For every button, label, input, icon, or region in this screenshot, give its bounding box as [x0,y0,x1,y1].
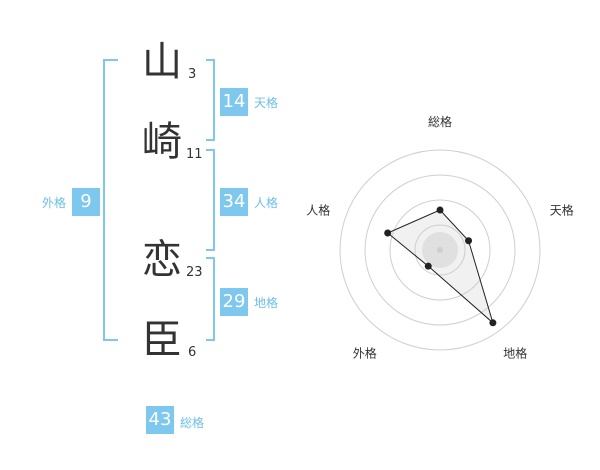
radar-ring-3 [364,174,516,326]
gaikaku-label: 外格 [42,196,67,210]
radar-axis-label-2: 天格 [550,202,574,217]
chikaku-badge: 29 [220,288,248,316]
tenkaku-bracket [206,59,215,141]
name-char-1: 山 [142,39,182,85]
radar-point-2 [465,237,473,245]
soukaku-badge: 43 [146,406,174,434]
radar-point-1 [436,206,444,214]
tenkaku-badge: 14 [220,88,248,116]
stroke-count-4: 6 [188,345,197,360]
radar-axis-label-4: 外格 [353,346,377,361]
name-char-3: 恋 [142,237,182,283]
radar-center-dot [437,247,443,253]
tenkaku-label: 天格 [254,96,279,110]
chikaku-bracket [206,257,215,341]
radar-axis-label-1: 総格 [428,114,452,129]
name-char-4: 臣 [142,317,182,363]
radar-point-5 [384,229,392,237]
jinkaku-bracket [206,149,215,251]
soukaku-label: 総格 [180,416,205,430]
gaikaku-bracket [103,59,118,341]
stroke-count-3: 23 [186,265,203,280]
name-char-2: 崎 [142,119,182,165]
jinkaku-badge: 34 [220,188,248,216]
radar-point-3 [489,319,497,327]
stroke-count-2: 11 [186,147,203,162]
radar-axis-label-3: 地格 [503,346,527,361]
jinkaku-label: 人格 [254,196,279,210]
radar-point-4 [424,262,432,270]
radar-ring-2 [389,199,491,301]
stroke-count-1: 3 [188,67,197,82]
radar-axis-label-5: 人格 [306,202,330,217]
radar-polygon [386,209,494,325]
radar-ring-1 [414,224,466,276]
radar-ring-4 [339,149,541,351]
gaikaku-badge: 9 [72,188,100,216]
chikaku-label: 地格 [254,296,279,310]
